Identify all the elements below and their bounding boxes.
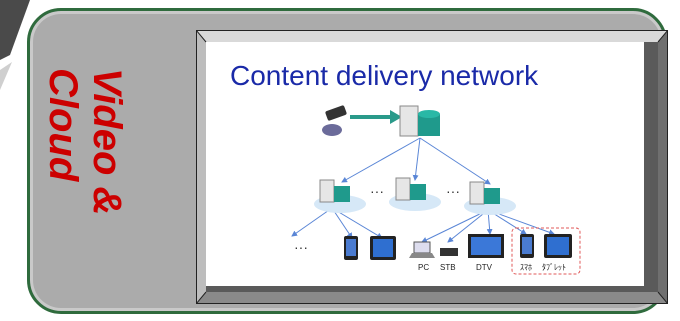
svg-text:···: ··· <box>370 183 384 199</box>
side-title: Video & Cloud <box>41 68 129 215</box>
tablet-icon <box>544 234 572 258</box>
edge-server-icon <box>464 181 516 215</box>
svg-text:···: ··· <box>294 239 308 255</box>
label-stb: STB <box>440 263 456 272</box>
dtv-icon <box>468 234 504 258</box>
smartphone-icon <box>344 236 358 260</box>
svg-text:···: ··· <box>446 183 460 199</box>
cdn-title: Content delivery network <box>230 60 539 91</box>
origin-server-icon <box>399 105 440 137</box>
edge-server-icon <box>389 177 441 211</box>
cdn-diagram: ··· ··· ··· PC STB DTV ｽ <box>291 105 581 275</box>
label-tablet: ﾀﾌﾞﾚｯﾄ <box>542 263 566 272</box>
source-arrow <box>350 110 402 124</box>
corner-decoration <box>0 0 30 90</box>
side-title-line2: Cloud <box>41 68 85 183</box>
label-pc: PC <box>418 263 429 272</box>
pc-icon <box>409 241 435 258</box>
label-dtv: DTV <box>476 263 493 272</box>
stb-icon <box>440 248 458 256</box>
smartphone-icon <box>520 234 534 258</box>
side-title-line1: Video & <box>85 68 129 215</box>
tablet-icon <box>370 236 396 260</box>
edge-server-icon <box>314 179 366 213</box>
label-smartphone: ｽﾏﾎ <box>520 263 532 272</box>
mobile-group-outline <box>511 227 581 275</box>
source-device-icon <box>322 105 347 136</box>
